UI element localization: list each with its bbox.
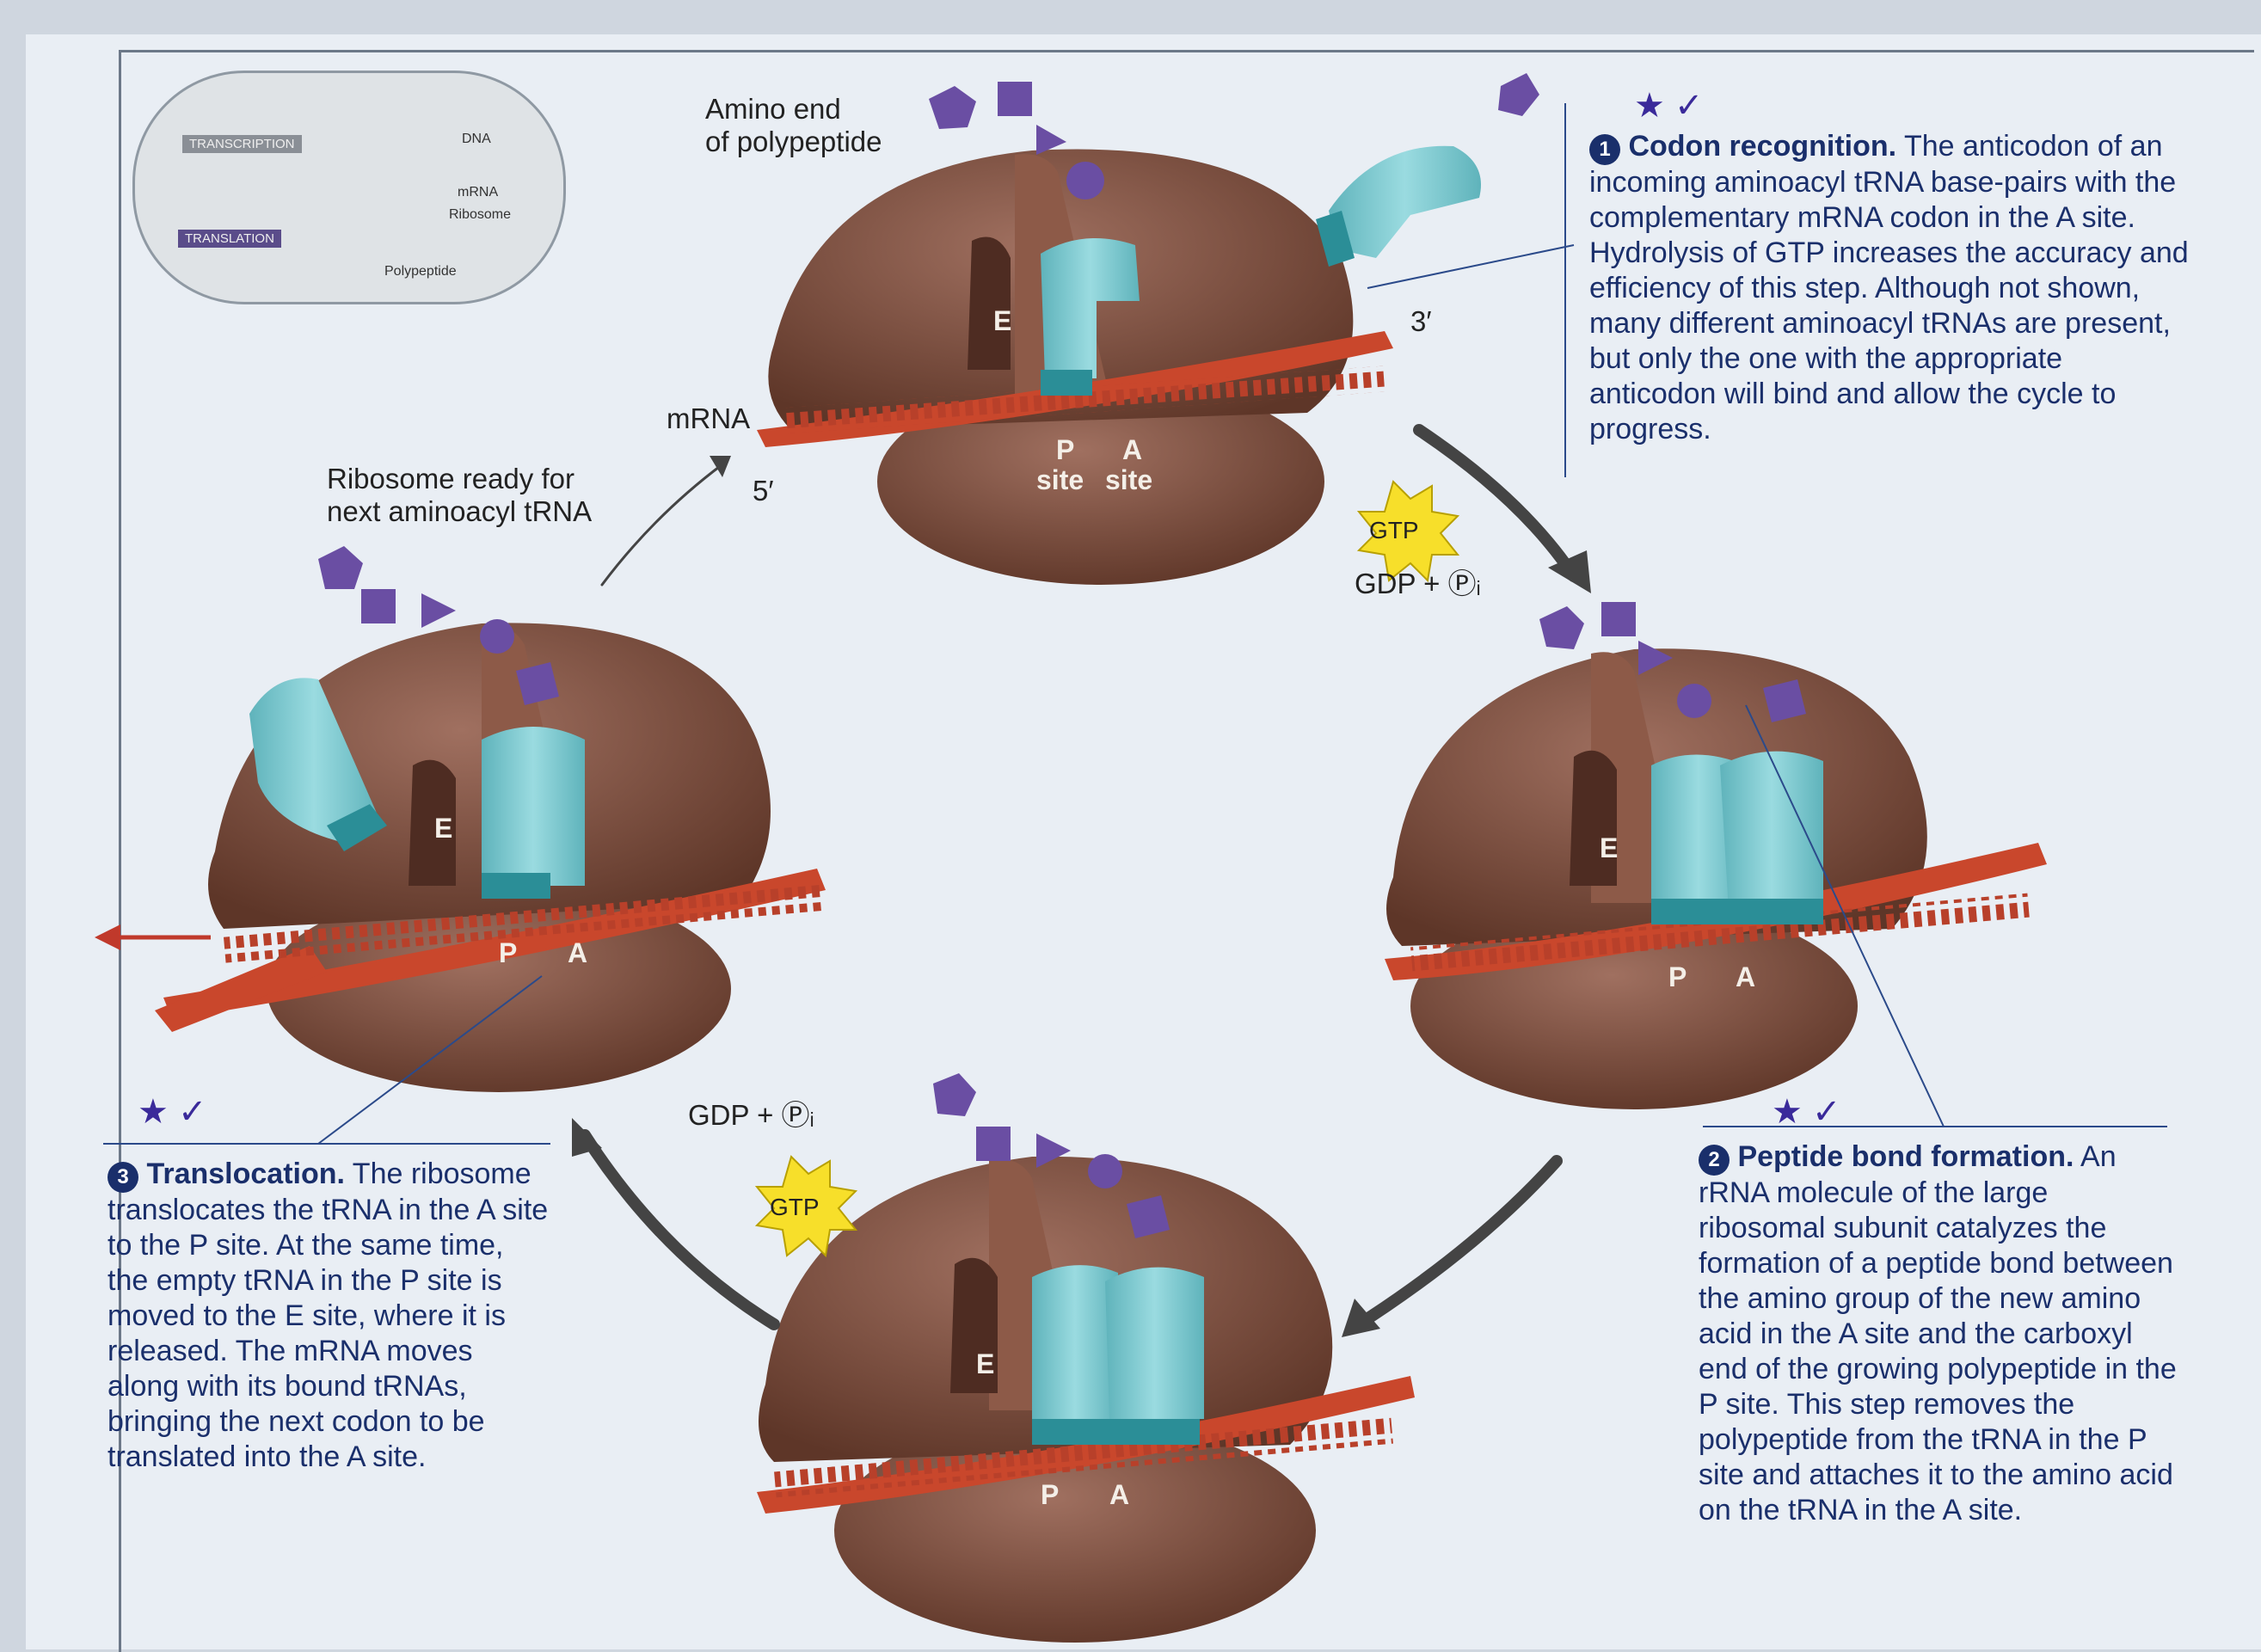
gdp-left-label: GDP + Ⓟᵢ [688,1099,814,1132]
gtp-top-label: GTP [1369,514,1419,547]
gtp-left-label: GTP [770,1191,820,1224]
inset-mrna-label: mRNA [458,185,498,200]
e-site-label-bottom: E [976,1348,994,1380]
ribosome-right [1385,602,2047,1109]
a-site-label-top: A [1122,434,1142,466]
step3-caption: 3 Translocation. The ribosome translocat… [108,1157,550,1475]
ribosome-left [95,546,826,1092]
p-site-label-bottom: P [1041,1479,1059,1511]
step2-body: An rRNA molecule of the large ribosomal … [1699,1140,2177,1526]
p-site-label-top: P [1056,434,1074,466]
step1-title: Codon recognition. [1628,130,1896,163]
e-site-label-left: E [434,813,452,844]
step2-number: 2 [1699,1145,1730,1176]
p-site-label-left: P [499,937,517,969]
ribosome-ready-label: Ribosome ready for next aminoacyl tRNA [327,463,592,528]
gdp-top-label: GDP + Ⓟᵢ [1355,568,1481,600]
e-site-label-top: E [993,305,1011,337]
star-mark-icon: ★ ✓ [1634,86,1704,126]
step2-caption: 2 Peptide bond formation. An rRNA molecu… [1699,1139,2180,1528]
overview-inset: TRANSCRIPTION TRANSLATION DNA mRNA Ribos… [132,71,566,304]
amino-end-label: Amino end of polypeptide [705,93,882,158]
step1-caption: 1 Codon recognition. The anticodon of an… [1589,129,2191,447]
transcription-tag: TRANSCRIPTION [182,135,302,153]
a-site-label-left: A [568,937,587,969]
inset-ribosome-label: Ribosome [449,207,511,223]
step2-title: Peptide bond formation. [1737,1140,2074,1173]
translation-tag: TRANSLATION [178,230,281,248]
step1-number: 1 [1589,134,1620,165]
five-prime-label: 5′ [753,475,774,507]
a-site-label-right: A [1736,961,1755,993]
inset-polypeptide-label: Polypeptide [384,264,457,279]
three-prime-label: 3′ [1410,305,1432,338]
e-site-label-right: E [1600,832,1618,864]
step3-number: 3 [108,1162,138,1193]
p-site-label-right: P [1668,961,1687,993]
mrna-label: mRNA [667,402,750,435]
star-mark-icon: ★ ✓ [1772,1092,1841,1132]
step1-body: The anticodon of an incoming aminoacyl t… [1589,130,2189,445]
step3-body: The ribosome translocates the tRNA in th… [108,1158,548,1473]
p-site-word-top: site [1036,464,1084,496]
star-mark-icon: ★ ✓ [138,1092,207,1132]
inset-dna-label: DNA [462,132,491,147]
ribosome-bottom [757,1073,1415,1643]
a-site-word-top: site [1105,464,1152,496]
step3-title: Translocation. [146,1158,345,1190]
a-site-label-bottom: A [1109,1479,1129,1511]
